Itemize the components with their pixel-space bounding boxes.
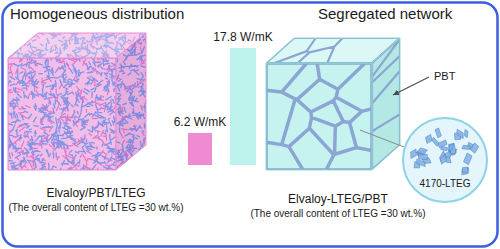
frame-border	[3, 3, 498, 247]
filler-flake	[432, 137, 439, 146]
filler-network	[266, 63, 372, 170]
homogeneous-cube	[0, 25, 153, 181]
value-bar: 6.2 W/mK	[170, 115, 231, 165]
face-shade	[116, 33, 146, 170]
face-fill	[372, 38, 400, 170]
cube-face	[266, 63, 372, 170]
filler-flake	[425, 134, 432, 143]
filler-flake	[440, 155, 446, 165]
sample-caption: Elvaloy-LTEG/PBT	[288, 192, 388, 206]
component-label: PBT	[434, 70, 455, 83]
cube-face	[372, 38, 400, 170]
segregated-cube	[266, 38, 400, 170]
filler-flake	[449, 143, 456, 154]
filler-flake	[462, 167, 467, 173]
filler-flake	[438, 140, 447, 148]
label-holder: Segregated network	[318, 5, 452, 23]
cube-face	[109, 26, 152, 174]
zoom-circle-shape	[403, 118, 487, 202]
face-fill	[266, 63, 372, 170]
filler-flake	[464, 153, 473, 165]
filler-flake	[464, 129, 468, 137]
filler-flake	[417, 148, 427, 154]
filler-flake	[470, 143, 478, 153]
filler-flake	[411, 149, 417, 158]
bar-fill	[188, 133, 212, 165]
filler-strokes	[109, 26, 152, 173]
cube-edge	[372, 38, 400, 170]
filler-network	[372, 38, 400, 170]
zoom-line	[360, 130, 404, 147]
face-fill	[116, 33, 146, 170]
bar-value: 6.2 W/mK	[170, 115, 231, 129]
label-holder: (The overall content of LTEG =30 wt.%)	[8, 202, 183, 214]
bar-value: 17.8 W/mK	[209, 30, 276, 44]
circle-outline	[401, 116, 489, 204]
sample-caption: Elvaloy/PBT/LTEG	[46, 186, 145, 200]
cube-edge	[266, 63, 372, 170]
label-holder: Elvaloy/PBT/LTEG	[46, 186, 145, 200]
value-bar: 17.8 W/mK	[209, 30, 276, 165]
filler-flake	[457, 129, 463, 138]
label-holder: Homogeneous distribution	[10, 5, 184, 23]
filler-flake	[448, 144, 454, 152]
sample-caption: (The overall content of LTEG =30 wt.%)	[250, 208, 425, 220]
filler-flake	[435, 128, 441, 138]
panel-heading: Segregated network	[318, 5, 452, 23]
cube-edge	[8, 58, 116, 170]
filler-flake	[462, 168, 469, 175]
bar-fill	[230, 48, 256, 165]
cube-edge	[116, 33, 146, 170]
panel-heading: Homogeneous distribution	[10, 5, 184, 23]
filler-flake	[462, 145, 471, 149]
label-holder: PBT	[434, 70, 455, 83]
label-holder: Elvaloy-LTEG/PBT	[288, 192, 388, 206]
filler-flake	[418, 154, 427, 159]
filler-flake	[417, 159, 425, 166]
zoom-circle: 4170-LTEG	[401, 116, 489, 204]
sample-caption: (The overall content of LTEG =30 wt.%)	[8, 202, 183, 214]
pointer-arrow	[393, 77, 429, 95]
filler-label: 4170-LTEG	[420, 178, 471, 190]
cube-face	[0, 46, 128, 181]
label-holder: (The overall content of LTEG =30 wt.%)	[250, 208, 425, 220]
filler-strokes	[0, 46, 128, 181]
